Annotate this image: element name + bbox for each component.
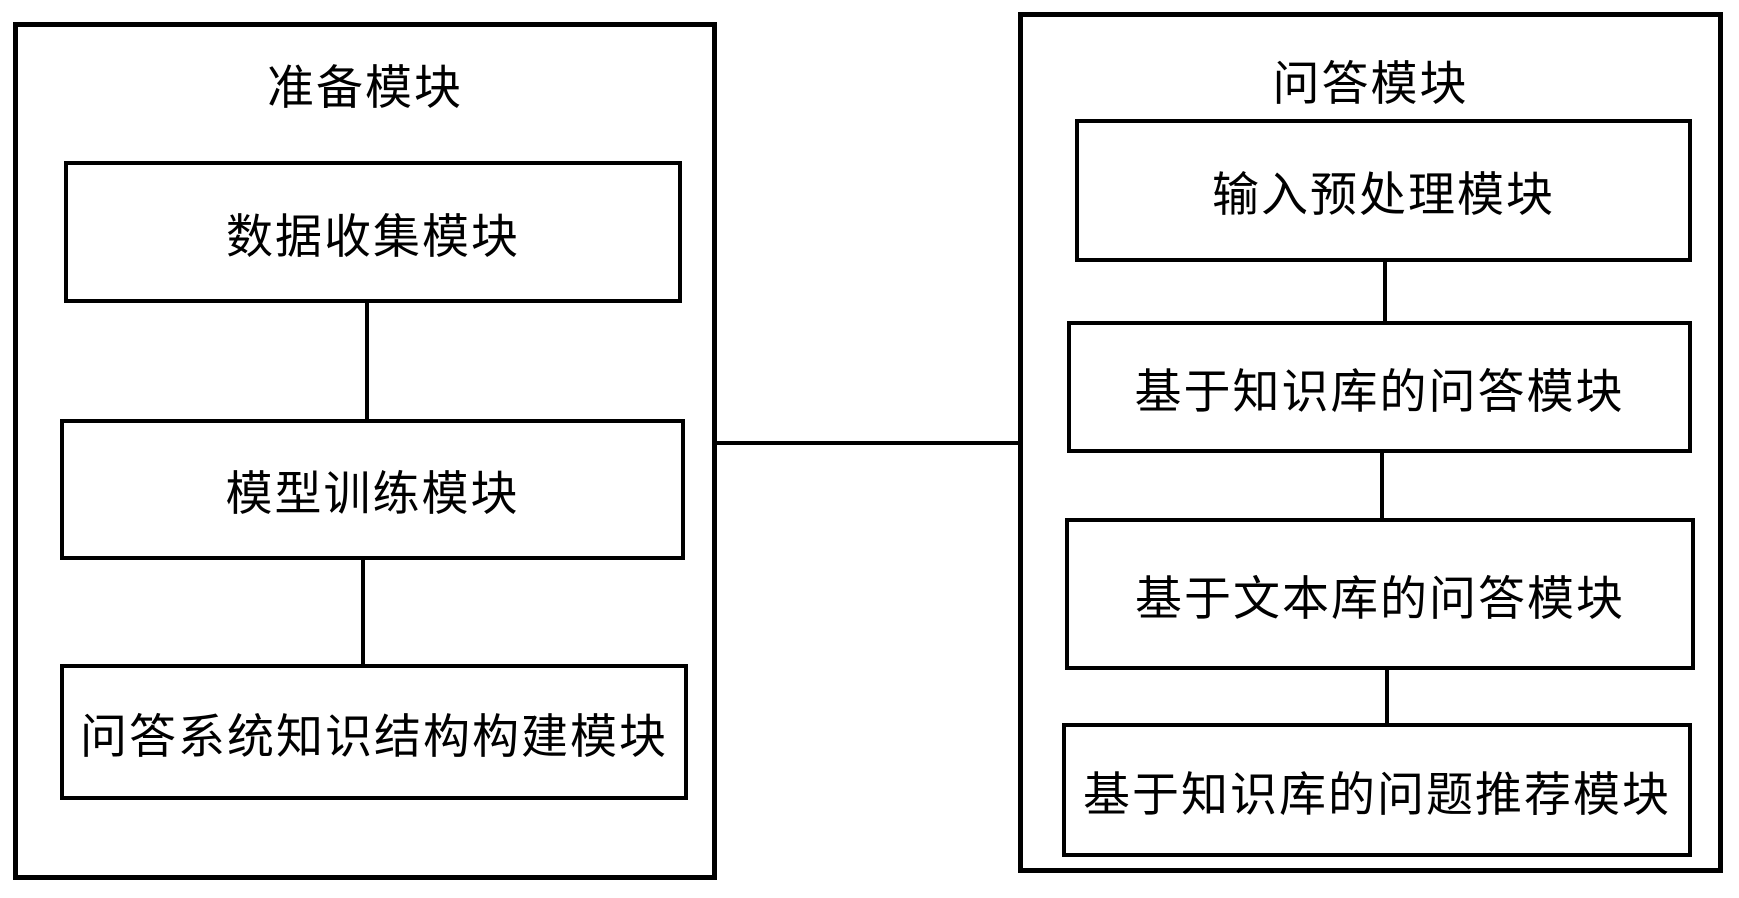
input-preprocessing-module-label: 输入预处理模块 [1212,168,1555,221]
connector-line [365,303,369,423]
kb-question-recommend-module-label: 基于知识库的问题推荐模块 [1083,767,1671,821]
data-collection-module-label: 数据收集模块 [226,209,520,263]
data-collection-module-box: 数据收集模块 [64,161,682,303]
qa-module-title: 问答模块 [1272,57,1469,110]
textbase-qa-module-box: 基于文本库的问答模块 [1065,518,1695,670]
preparation-module-title: 准备模块 [267,61,463,114]
preparation-module-box: 准备模块 数据收集模块 模型训练模块 问答系统知识结构构建模块 [13,22,717,880]
qa-module-box: 问答模块 输入预处理模块 基于知识库的问答模块 基于文本库的问答模块 基于知识库… [1018,12,1723,873]
connector-line [1383,262,1387,327]
connector-line [1385,670,1389,727]
kb-question-recommend-module-box: 基于知识库的问题推荐模块 [1062,723,1692,857]
model-training-module-label: 模型训练模块 [225,467,520,520]
knowledge-structure-build-module-label: 问答系统知识结构构建模块 [80,709,668,763]
inter-module-connector-line [715,441,1020,445]
kb-qa-module-label: 基于知识库的问答模块 [1134,364,1625,418]
connector-line [1380,453,1384,522]
model-training-module-box: 模型训练模块 [60,419,685,560]
input-preprocessing-module-box: 输入预处理模块 [1075,119,1692,262]
connector-line [361,560,365,668]
kb-qa-module-box: 基于知识库的问答模块 [1067,321,1692,453]
knowledge-structure-build-module-box: 问答系统知识结构构建模块 [60,664,688,800]
textbase-qa-module-label: 基于文本库的问答模块 [1135,571,1625,625]
